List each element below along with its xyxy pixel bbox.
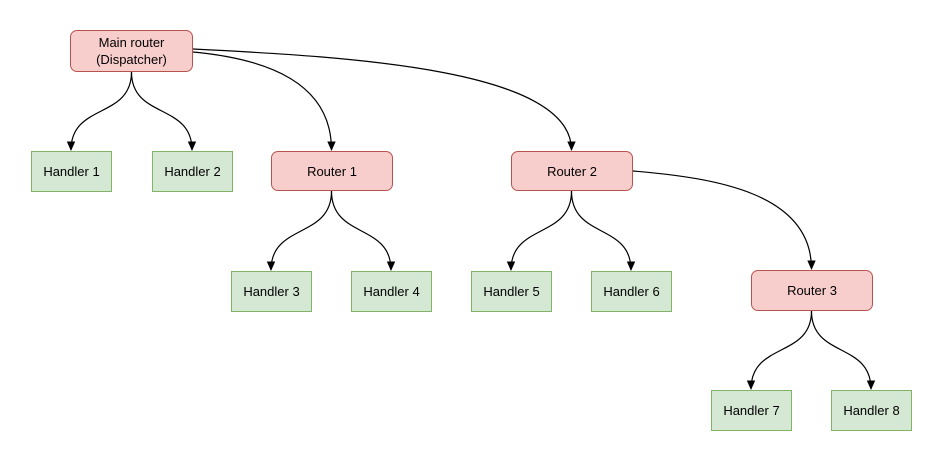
edge-router-2-to-router-3 [632, 170, 816, 270]
node-router-1: Router 1 [271, 151, 393, 191]
edge-router-1-to-handler-4 [330, 190, 396, 271]
node-handler-1-label: Handler 1 [43, 164, 100, 179]
node-router-2: Router 2 [511, 151, 633, 191]
edge-main-router-to-router-2 [192, 48, 576, 151]
node-main-router: Main router (Dispatcher) [70, 30, 193, 72]
node-handler-2: Handler 2 [152, 151, 233, 192]
node-main-router-label-line2: (Dispatcher) [96, 52, 167, 67]
node-handler-7: Handler 7 [711, 390, 792, 431]
node-handler-6: Handler 6 [591, 271, 672, 312]
node-handler-6-label: Handler 6 [603, 284, 660, 299]
node-router-3: Router 3 [751, 270, 873, 311]
node-handler-7-label: Handler 7 [723, 403, 780, 418]
node-handler-2-label: Handler 2 [164, 164, 221, 179]
node-handler-8: Handler 8 [831, 390, 912, 431]
node-handler-4-label: Handler 4 [363, 284, 420, 299]
node-handler-4: Handler 4 [351, 271, 432, 312]
node-main-router-label-line1: Main router [98, 35, 165, 50]
node-handler-5-label: Handler 5 [483, 284, 540, 299]
node-handler-3-label: Handler 3 [243, 284, 300, 299]
node-handler-5: Handler 5 [471, 271, 552, 312]
edge-router-2-to-handler-6 [570, 190, 636, 271]
node-handler-1: Handler 1 [31, 151, 112, 192]
node-router-3-label: Router 3 [787, 283, 837, 298]
edge-main-router-to-router-1 [192, 51, 336, 151]
node-handler-8-label: Handler 8 [843, 403, 900, 418]
edge-router-1-to-handler-3 [266, 190, 333, 271]
node-router-1-label: Router 1 [307, 163, 357, 179]
edge-main-router-to-handler-2 [130, 71, 197, 151]
edge-router-2-to-handler-5 [506, 190, 573, 271]
edge-main-router-to-handler-1 [66, 71, 133, 151]
edge-router-3-to-handler-8 [810, 310, 876, 390]
node-router-2-label: Router 2 [547, 163, 597, 179]
node-handler-3: Handler 3 [231, 271, 312, 312]
edge-router-3-to-handler-7 [746, 310, 813, 390]
